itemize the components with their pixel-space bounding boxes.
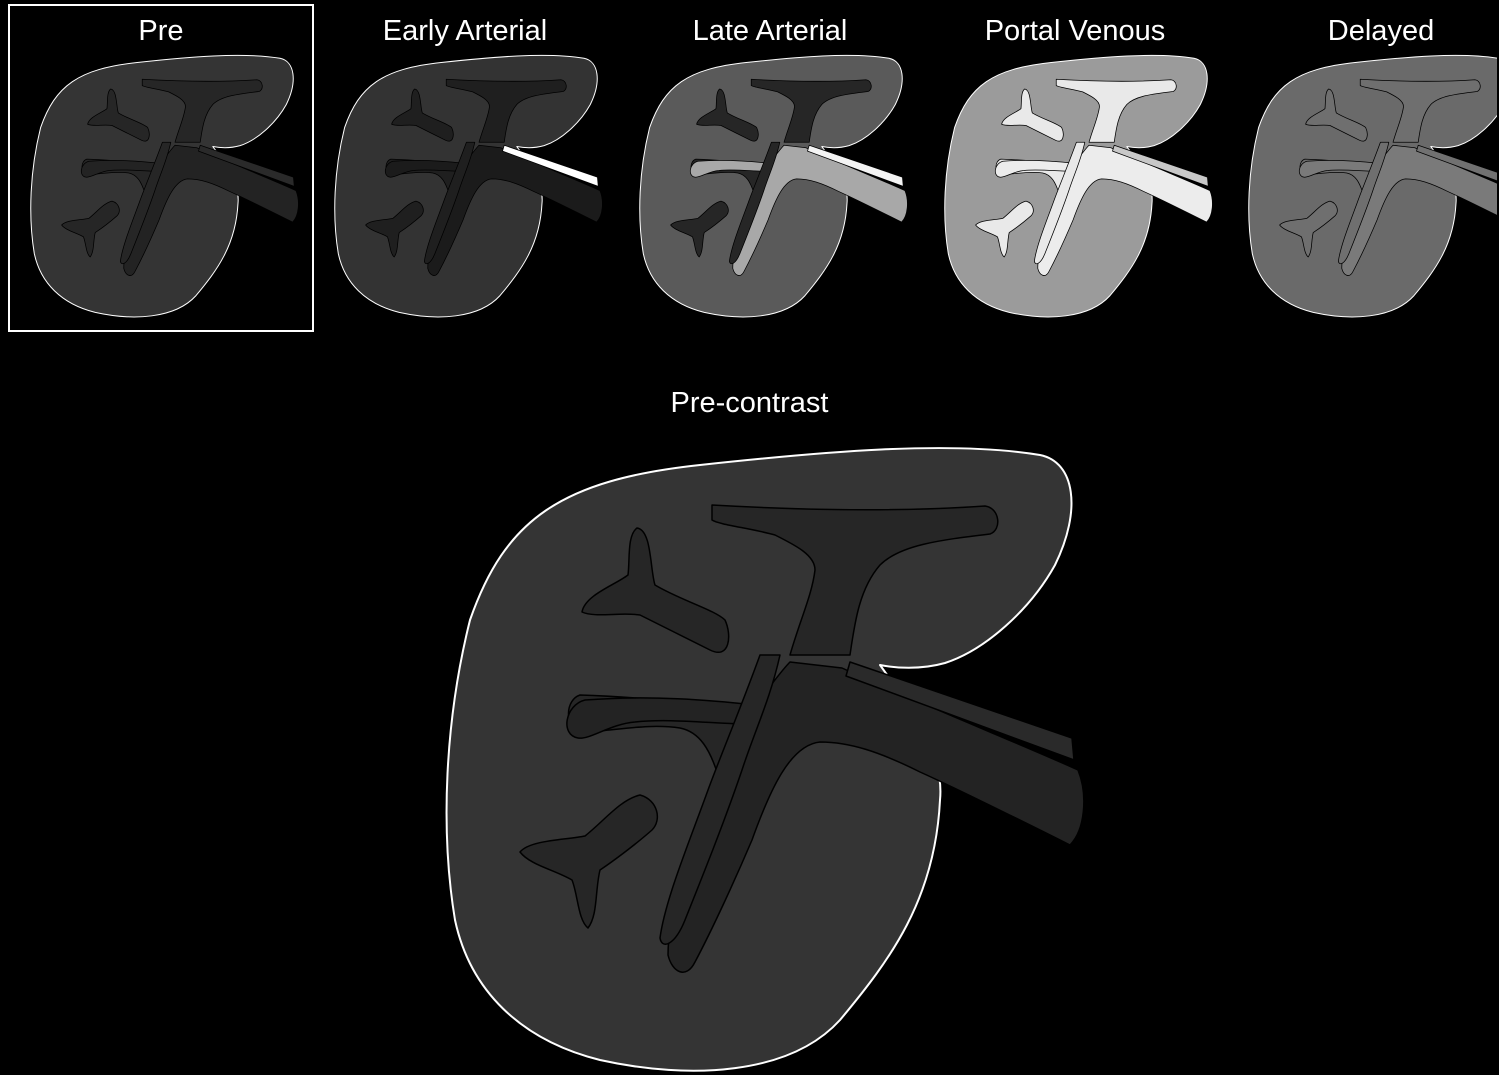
liver-main-view — [0, 0, 1499, 1075]
